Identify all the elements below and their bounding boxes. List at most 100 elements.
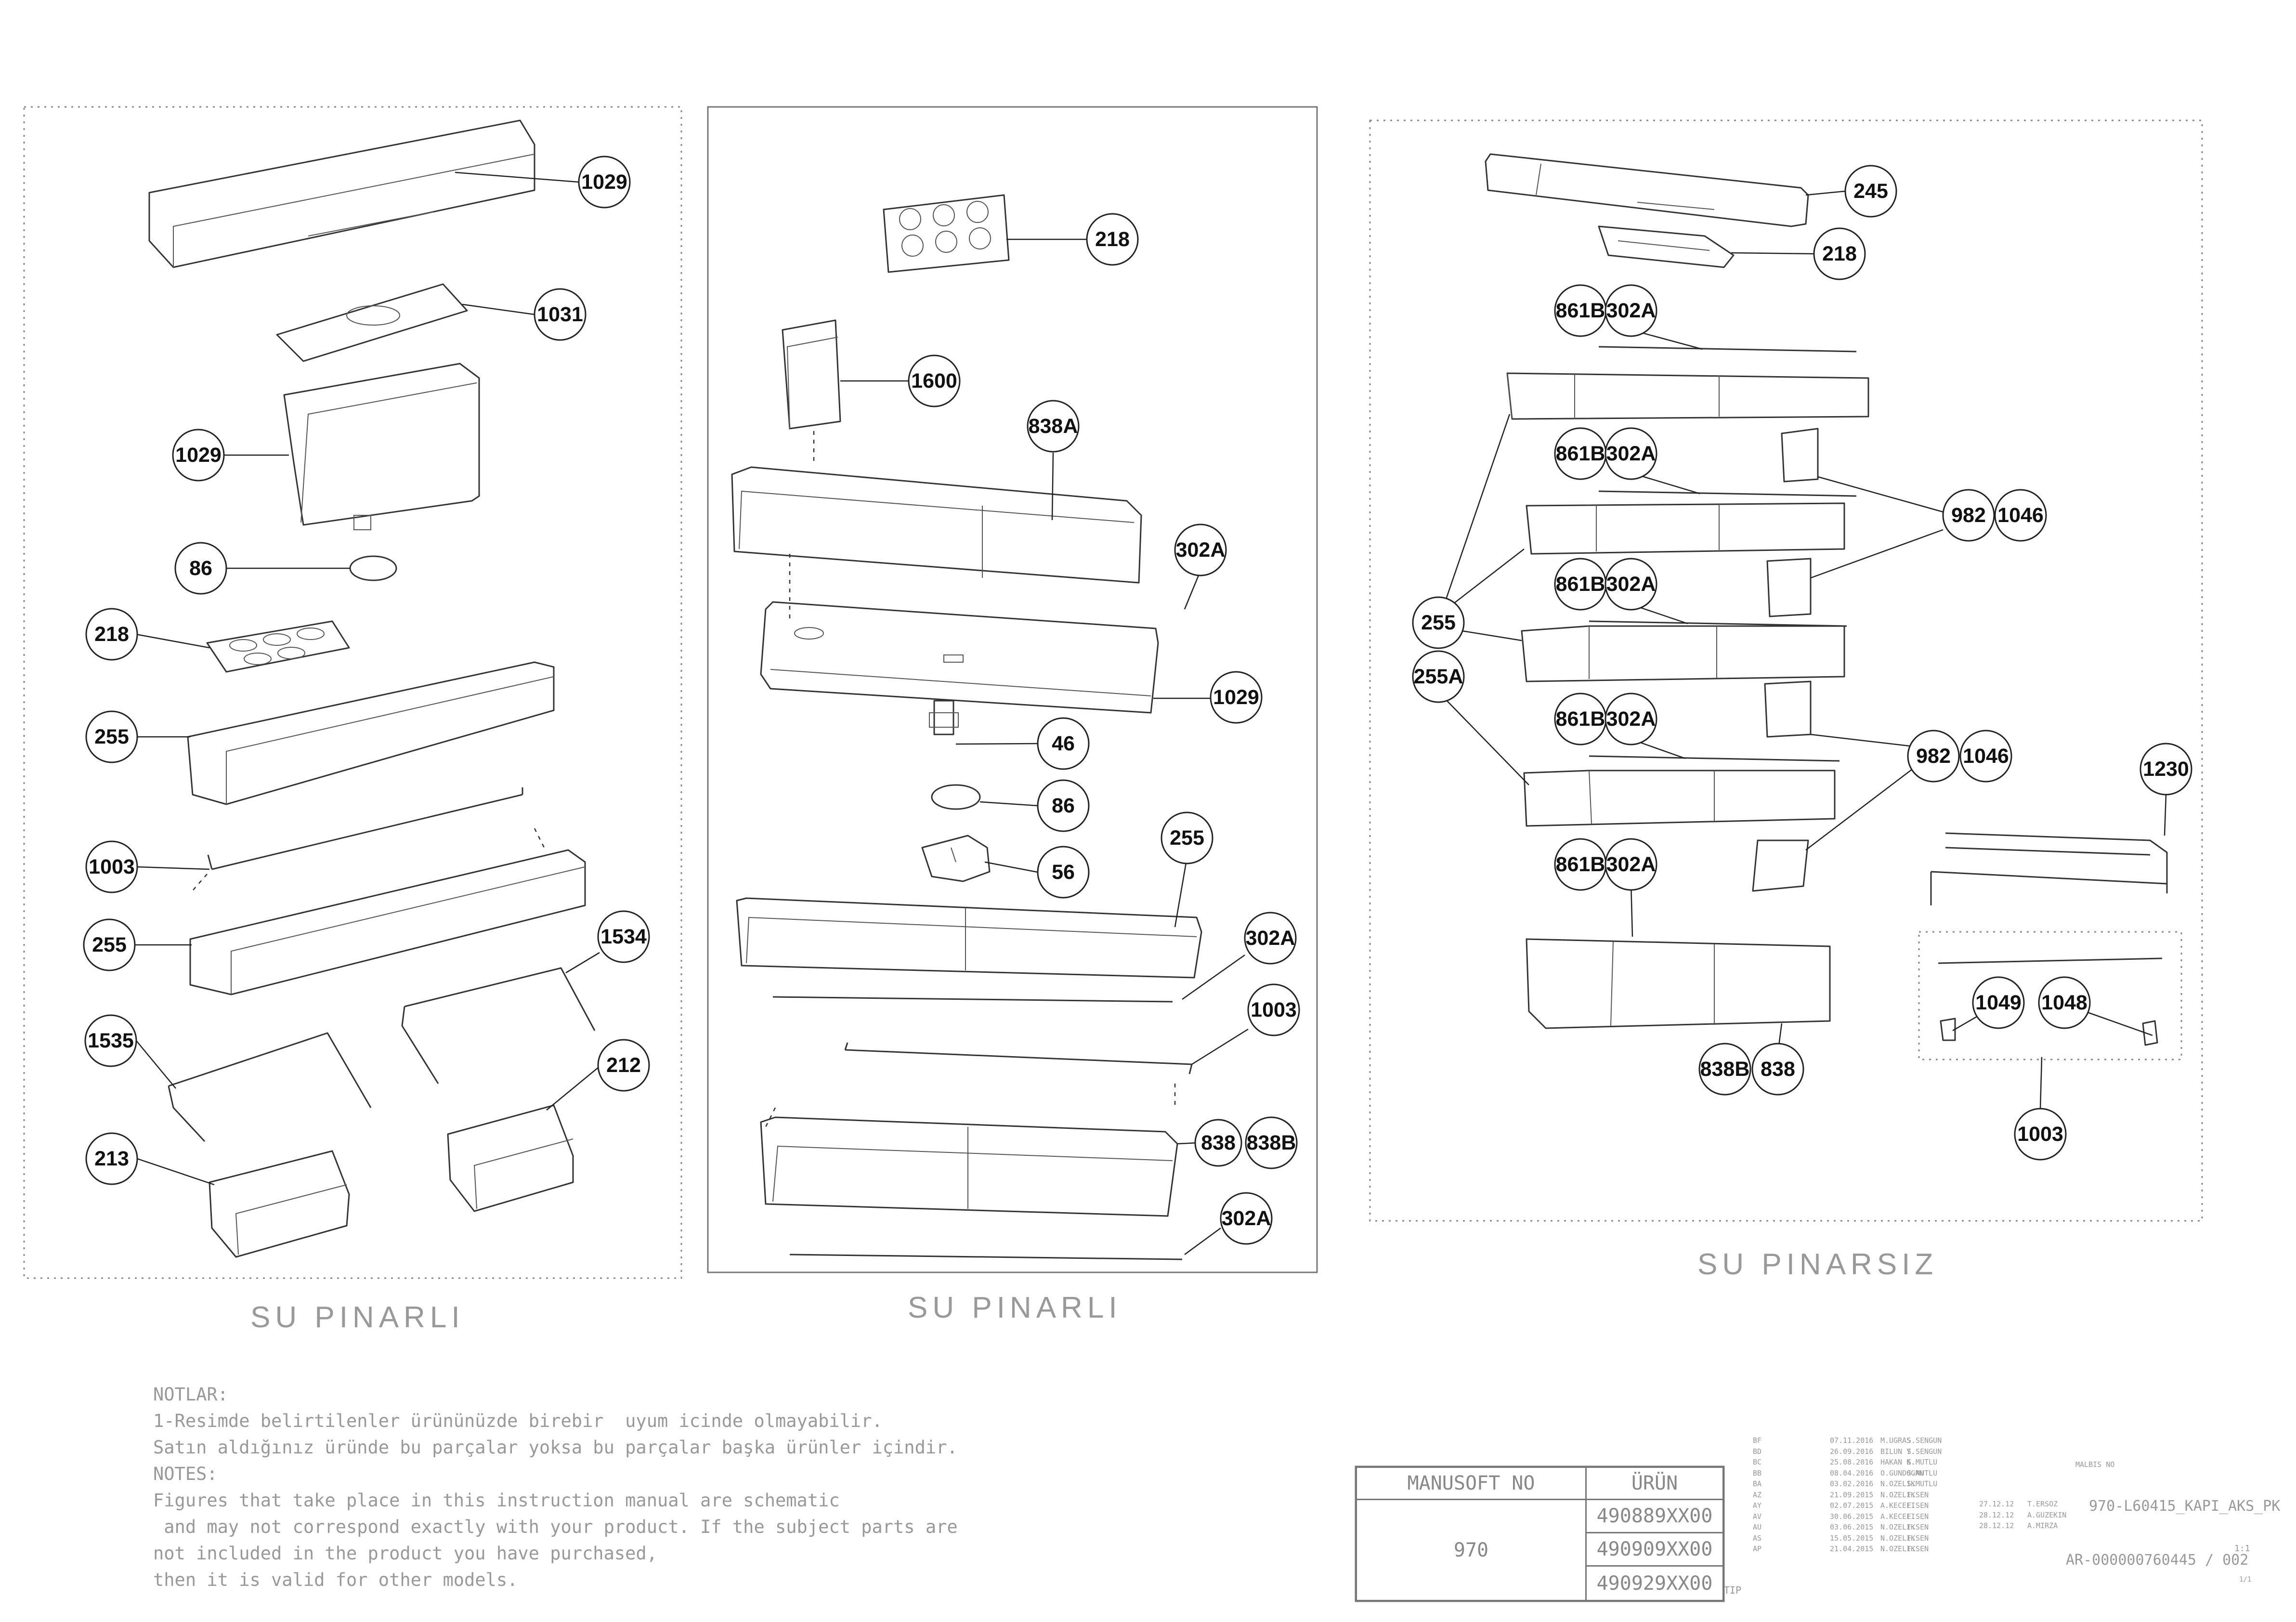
callout-label: 838 [1761,1058,1795,1081]
callout-label: 1600 [911,369,957,392]
malbis-label: MALBIS NO [2075,1460,2115,1469]
rev-code: BA [1753,1479,1762,1488]
rev-by: N.OZELIK [1880,1544,1916,1553]
part-door-shelf [187,661,555,805]
callout: 861B [1554,427,1607,480]
callout: 861B [1554,838,1607,891]
part-top-cover-right [1485,153,1809,227]
callout-label: 255 [1170,826,1204,850]
callout: 302A [1605,558,1657,611]
callout-label: 861B [1556,853,1605,876]
callout-label: 1046 [1997,504,2044,527]
callout-label: 1230 [2143,758,2189,781]
rev-by: A.KECELI [1880,1512,1916,1521]
callout-label: 1048 [2041,991,2087,1014]
callout: 838A [1027,400,1080,453]
callout: 255 [85,710,138,763]
callout-label: 46 [1052,732,1075,755]
panel-frame-right [1369,119,2203,1222]
callout: 302A [1220,1192,1273,1245]
rev-date: 07.11.2016 [1830,1436,1874,1445]
callout-label: 56 [1052,861,1075,884]
part-clip-2 [1766,558,1812,617]
callout: 1600 [908,354,961,407]
callout: 1534 [597,910,650,963]
callout-label: 861B [1556,573,1605,596]
part-small-basket-right [447,1104,574,1212]
rev-by: N.OZELIK [1880,1533,1916,1543]
part-door-shelf-lower-mid [760,1116,1178,1217]
approval-date: 28.12.12 [1979,1510,2014,1519]
part-seal-ring-mid [931,784,981,810]
callout-label: 245 [1853,180,1888,203]
rev-code: AY [1753,1501,1762,1510]
rev-code: BD [1753,1447,1762,1456]
callout-label: 1003 [1251,998,1297,1021]
callout: 302A [1605,693,1657,746]
callout: 1003 [2014,1108,2067,1161]
rev-check: S.SENGUN [1907,1436,1942,1445]
callout-label: 1029 [581,170,627,194]
rev-by: N.OZELIK [1880,1479,1916,1488]
section-title-left: SU PINARLI [250,1301,465,1334]
leader-lines [135,171,2167,1256]
product-code: 490909XX00 [1585,1532,1724,1567]
rev-check: S.MUTLU [1907,1479,1938,1488]
callout: 982 [1942,489,1995,542]
callout-label: 982 [1916,745,1951,768]
callout: 86 [1037,779,1090,832]
callout-label: 302A [1606,853,1656,876]
callout-label: 302A [1246,927,1295,950]
callout: 212 [597,1039,650,1092]
part-seal-ring [349,555,397,581]
part-valve [929,700,959,735]
panel-frame-middle [707,106,1318,1273]
notes-line: then it is valid for other models. [153,1570,518,1590]
part-door-shelf-right-1 [1506,372,1869,420]
callout: 838 [1751,1043,1804,1096]
left-panel-parts [148,119,596,1258]
drawing-title: 970-L60415_KAPI_AKS_PK [2089,1498,2281,1515]
product-code: 490929XX00 [1585,1565,1724,1601]
callout: 302A [1605,838,1657,891]
rev-check: F.SEN [1907,1501,1929,1510]
callout: 255A [1412,650,1465,703]
callouts-middle: 218 1600 838A 302A 1029 46 86 56 255 302… [908,213,1300,1245]
rev-by: N.OZELIK [1880,1490,1916,1499]
callout: 46 [1037,717,1090,770]
callout: 1535 [84,1014,137,1067]
callout: 56 [1037,846,1090,899]
rev-by: N.OZELIK [1880,1523,1916,1531]
rev-date: 26.09.2016 [1830,1447,1874,1456]
callout: 1003 [1247,983,1300,1036]
callout-label: 1049 [1975,991,2022,1014]
rev-date: 21.09.2015 [1830,1490,1874,1499]
rev-check: F.SEN [1907,1544,1929,1553]
callout-label: 218 [1095,228,1130,251]
approval-name: T.ERSOZ [2027,1500,2058,1508]
title-block: MANUSOFT NO ÜRÜN 970 490889XX00 490909XX… [1352,1464,1724,1601]
callout: 861B [1554,284,1607,337]
rev-date: 21.04.2015 [1830,1544,1874,1553]
callout: 245 [1844,165,1897,218]
callout-label: 218 [94,623,129,646]
callout-label: 255A [1414,665,1463,688]
callout-label: 212 [606,1054,641,1077]
callout: 1049 [1972,976,2025,1029]
rev-code: AV [1753,1512,1762,1521]
notes-heading-en: NOTES: [153,1464,218,1484]
callout: 1230 [2139,743,2192,796]
notes-line: and may not correspond exactly with your… [153,1517,958,1537]
right-panel-parts [1485,153,2182,1060]
part-dispenser-housing [760,601,1159,714]
callout-label: 302A [1606,442,1656,465]
notes-line: Figures that take place in this instruct… [153,1490,840,1511]
part-bracket-right [401,967,596,1084]
part-small-basket-left [209,1150,350,1258]
callout-label: 213 [94,1147,129,1170]
callout-label: 302A [1606,299,1656,322]
callout-label: 838B [1700,1058,1750,1081]
rev-date: 03.06.2015 [1830,1523,1874,1531]
callout: 302A [1244,912,1297,965]
